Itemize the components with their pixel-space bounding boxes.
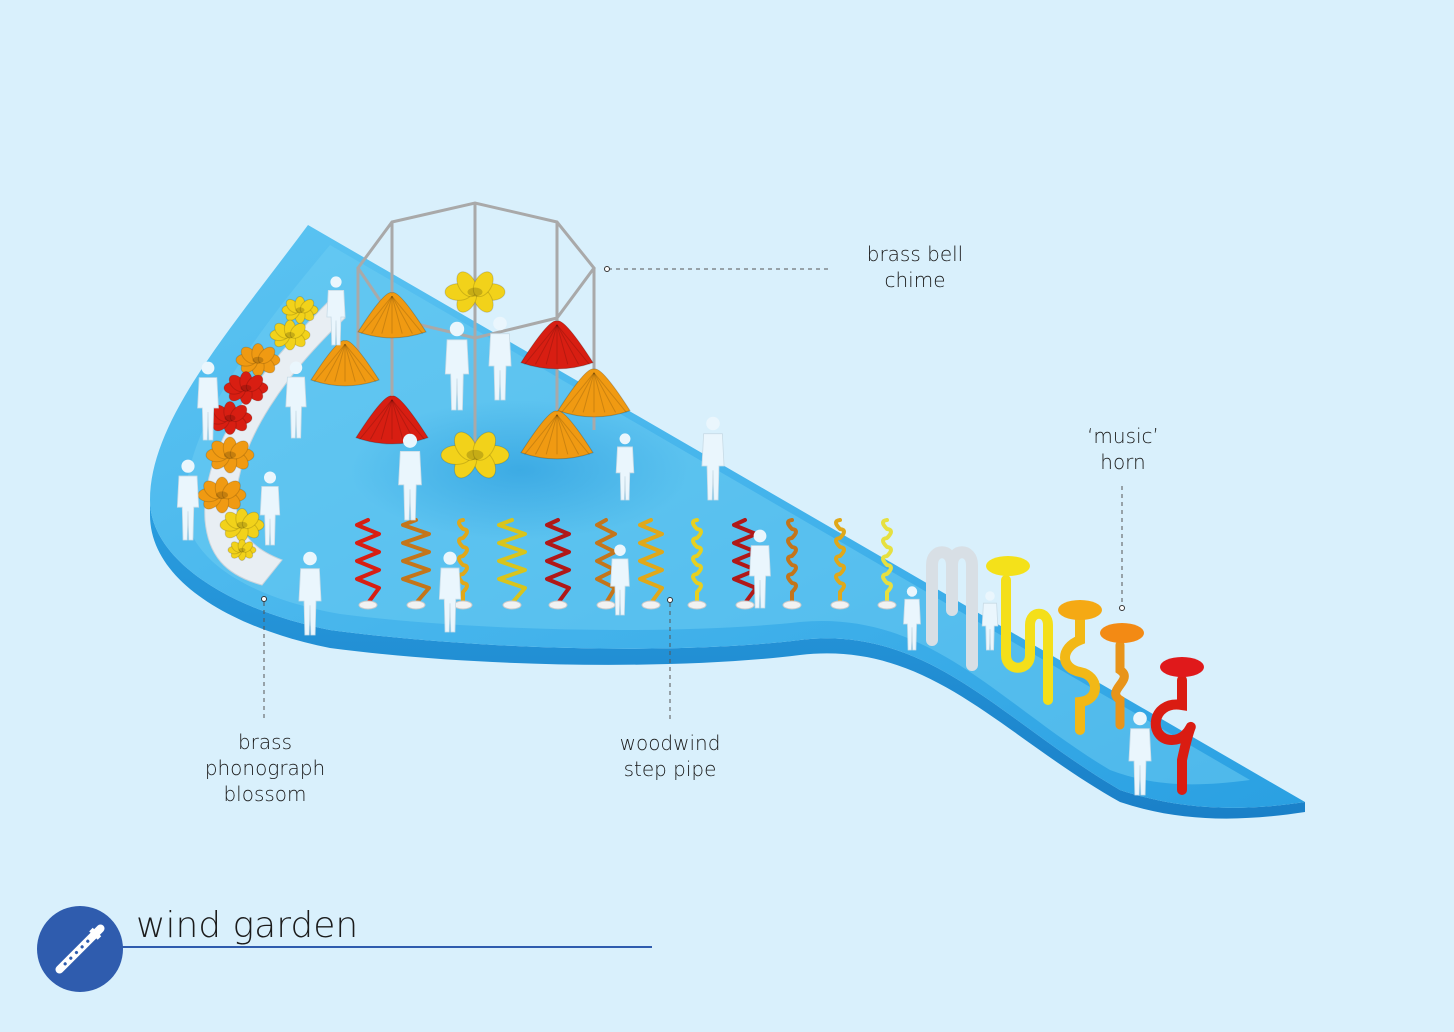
- hanging-bell: [355, 395, 429, 445]
- phonograph-blossom: [205, 436, 255, 474]
- hanging-bell: [520, 410, 594, 460]
- hanging-flower: [440, 431, 510, 479]
- phonograph-blossom: [235, 342, 281, 378]
- label-line: horn: [1100, 450, 1146, 474]
- hanging-bell: [310, 340, 380, 387]
- person-silhouette: [285, 361, 307, 439]
- label-brass-bell-chime: brass bell chime: [850, 241, 980, 293]
- hanging-bell: [520, 320, 594, 370]
- hanging-flower: [444, 271, 506, 313]
- person-silhouette: [176, 459, 200, 541]
- person-silhouette: [197, 361, 219, 441]
- phonograph-blossom: [269, 319, 311, 351]
- person-silhouette: [398, 433, 422, 521]
- step-pipe: [830, 518, 850, 610]
- step-pipe: [401, 518, 431, 610]
- label-brass-phonograph-blossom: brass phonograph blossom: [180, 729, 350, 807]
- music-horn-sculpture: [926, 546, 1204, 795]
- label-line: brass: [237, 730, 292, 754]
- horn-bell-darkorange: [1100, 623, 1144, 643]
- leader-lines: [263, 268, 1123, 722]
- bell-flowers: [310, 271, 631, 479]
- label-woodwind-step-pipe: woodwind step pipe: [590, 730, 750, 782]
- step-pipe: [595, 518, 617, 610]
- label-line: brass bell: [866, 242, 964, 266]
- label-line: phonograph: [204, 756, 326, 780]
- leader-dots: [261, 266, 1125, 611]
- horn-bell-red: [1160, 657, 1204, 677]
- person-silhouette: [1128, 711, 1152, 796]
- step-pipe: [453, 518, 473, 610]
- people-silhouettes: [176, 276, 1152, 796]
- person-silhouette: [326, 276, 346, 346]
- person-silhouette: [701, 416, 725, 501]
- label-line: blossom: [223, 782, 307, 806]
- person-silhouette: [981, 591, 999, 651]
- step-pipe: [545, 518, 571, 610]
- person-silhouette: [903, 586, 921, 651]
- person-silhouette: [444, 321, 470, 411]
- label-music-horn: ‘music’ horn: [1060, 423, 1186, 475]
- flute-badge: [37, 906, 123, 992]
- label-line: woodwind: [619, 731, 721, 755]
- person-silhouette: [259, 471, 281, 546]
- hanging-bell: [357, 292, 427, 339]
- step-pipe: [355, 518, 381, 610]
- step-pipe: [877, 518, 897, 610]
- step-pipe: [497, 518, 527, 610]
- woodwind-step-pipes: [355, 518, 897, 610]
- person-silhouette: [298, 551, 322, 636]
- horn-bell-orange: [1058, 600, 1102, 620]
- phonograph-blossom: [197, 476, 247, 514]
- label-line: chime: [884, 268, 946, 292]
- step-pipe: [782, 518, 802, 610]
- person-silhouette: [438, 551, 462, 633]
- phonograph-blossom: [219, 508, 265, 542]
- step-pipe: [732, 518, 758, 610]
- label-line: ‘music’: [1087, 424, 1159, 448]
- horn-bell-yellow: [986, 556, 1030, 576]
- page-title: wind garden: [136, 905, 359, 946]
- phonograph-blossoms: [197, 296, 319, 562]
- flute-icon: [55, 924, 105, 974]
- person-silhouette: [749, 529, 771, 609]
- person-silhouette: [615, 433, 635, 501]
- floor-shadow: [350, 400, 690, 540]
- person-silhouette: [610, 544, 630, 616]
- label-line: step pipe: [623, 757, 717, 781]
- step-pipe: [638, 518, 664, 610]
- hanging-bell: [557, 368, 631, 418]
- platform-edge: [150, 500, 1305, 819]
- title-underline: [120, 946, 652, 948]
- phonograph-blossom: [281, 296, 319, 324]
- person-silhouette: [488, 316, 512, 401]
- phonograph-blossom: [227, 538, 257, 562]
- step-pipe: [687, 518, 707, 610]
- phonograph-blossom: [207, 400, 253, 436]
- phonograph-blossom: [223, 370, 269, 406]
